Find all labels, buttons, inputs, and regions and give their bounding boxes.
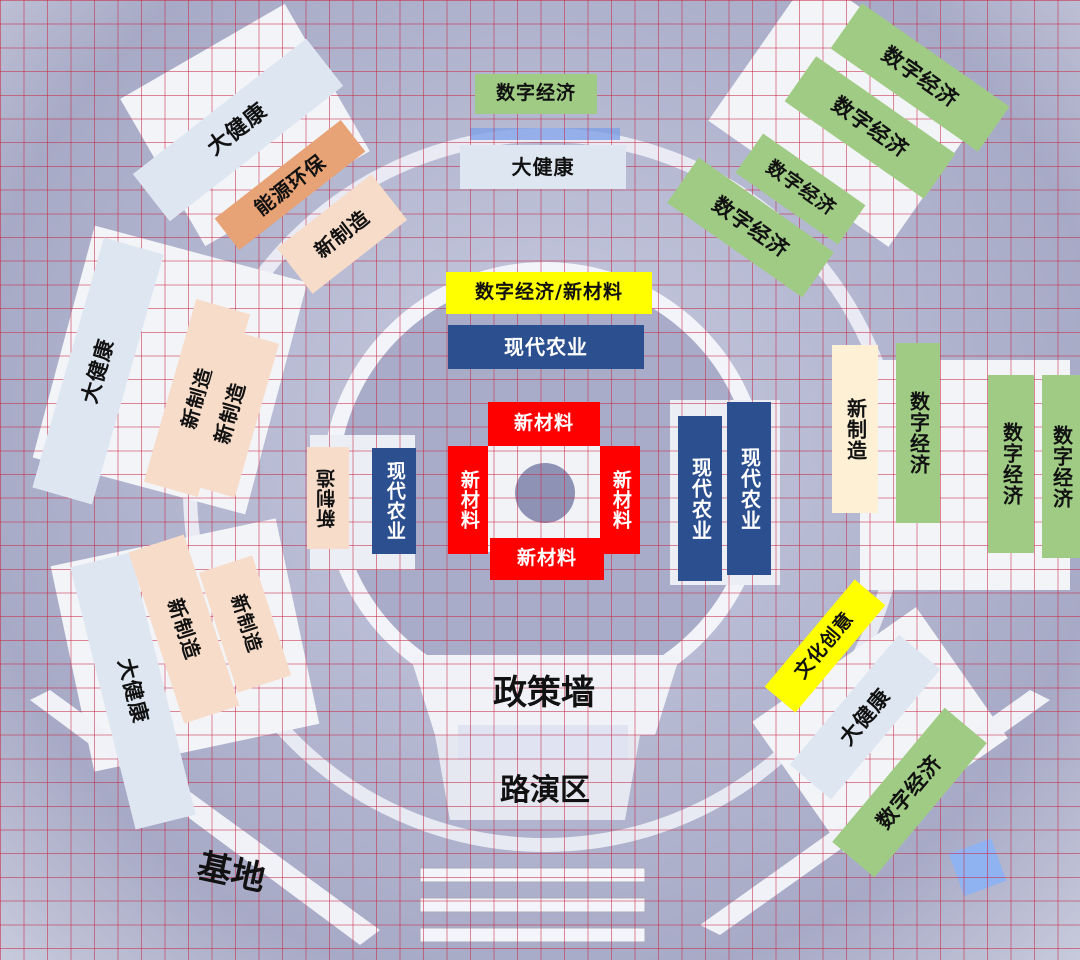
zone-modern-agriculture-right-2: 现代农业 bbox=[727, 402, 771, 575]
zone-new-materials-right: 新材料 bbox=[600, 446, 640, 554]
zone-digital-right-3: 数字经济 bbox=[1042, 375, 1080, 558]
zone-health-top-center: 大健康 bbox=[460, 145, 626, 189]
zone-digital-right-2: 数字经济 bbox=[988, 375, 1034, 553]
zone-new-materials-bottom: 新材料 bbox=[490, 538, 604, 580]
zone-modern-agriculture-right-1: 现代农业 bbox=[678, 416, 722, 581]
zone-modern-agriculture-top: 现代农业 bbox=[448, 325, 644, 369]
zone-modern-agriculture-inner-left: 现代农业 bbox=[372, 448, 416, 554]
zone-new-materials-top: 新材料 bbox=[488, 402, 600, 446]
zone-new-materials-left: 新材料 bbox=[448, 446, 488, 554]
zone-digital-new-materials: 数字经济/新材料 bbox=[446, 272, 652, 314]
zone-manufacturing-right: 新制造 bbox=[832, 345, 878, 513]
area-policy-wall: 政策墙 bbox=[493, 673, 595, 713]
zone-digital-right-1: 数字经济 bbox=[896, 343, 940, 523]
area-roadshow: 路演区 bbox=[500, 773, 590, 808]
zone-digital-top-center: 数字经济 bbox=[475, 74, 597, 114]
zone-manufacturing-inner-left: 新制造 bbox=[307, 447, 349, 549]
